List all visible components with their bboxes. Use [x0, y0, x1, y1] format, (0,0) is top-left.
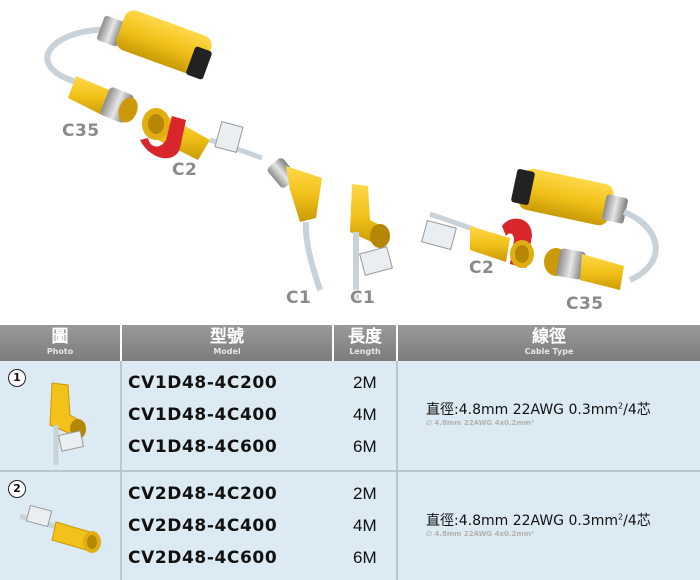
cable-length: 6M — [353, 437, 377, 456]
connector-c2-right — [421, 211, 534, 268]
model-number: CV1D48-4C400 — [128, 405, 278, 425]
model-number: CV2D48-4C400 — [128, 516, 278, 536]
cable-spec-main: 直徑:4.8mm 22AWG 0.3mm — [426, 513, 619, 529]
table-row: 2 CV2D48-4C200 CV2D48-4C400 CV2D48-4C600… — [0, 472, 700, 580]
cable-spec: 直徑:4.8mm 22AWG 0.3mm2/4芯 — [426, 399, 651, 419]
cable-length: 2M — [353, 373, 377, 392]
model-number: CV1D48-4C200 — [128, 373, 278, 393]
connector-c2-left — [140, 108, 263, 161]
model-number: CV2D48-4C600 — [128, 548, 278, 568]
cable-spec-main: 直徑:4.8mm 22AWG 0.3mm — [426, 402, 619, 418]
table-row: 1 CV1D48-4C200 CV1D48-4C400 CV1D48-4C600… — [0, 361, 700, 470]
header-divider — [396, 325, 398, 361]
cable-length: 4M — [353, 405, 377, 424]
header-model: 型號 Model — [122, 325, 332, 361]
header-length: 長度 Length — [334, 325, 396, 361]
header-length-zh: 長度 — [348, 327, 382, 347]
header-cable: 線徑 Cable Type — [398, 325, 700, 361]
cable-spec: 直徑:4.8mm 22AWG 0.3mm2/4芯 — [426, 510, 651, 530]
product-illustration: C35 C2 C1 C1 C2 C35 — [44, 10, 659, 314]
row-index-badge: 1 — [8, 369, 26, 387]
cable-spec-suffix: /4芯 — [623, 402, 651, 418]
table-header: 圖 Photo 型號 Model 長度 Length 線徑 Cable Type — [0, 325, 700, 361]
model-number: CV1D48-4C600 — [128, 437, 278, 457]
cable-spec-en: ∅ 4.8mm 22AWG 4x0.2mm² — [426, 419, 535, 427]
label-c35-left: C35 — [62, 121, 100, 141]
row-index-badge: 2 — [8, 480, 26, 498]
label-c2-left: C2 — [172, 160, 198, 180]
sensor-top-right — [511, 168, 659, 283]
connector-c1-left — [267, 158, 323, 291]
cable-length: 4M — [353, 516, 377, 535]
row-divider — [0, 470, 700, 472]
cable-length: 6M — [353, 548, 377, 567]
cell-divider — [396, 472, 398, 580]
cell-divider — [396, 361, 398, 470]
cable-length: 2M — [353, 484, 377, 503]
connector-c35-left — [64, 75, 138, 123]
header-divider — [120, 325, 122, 361]
cable-spec-suffix: /4芯 — [623, 513, 651, 529]
cable-spec-sup: 2 — [618, 401, 624, 411]
product-photo-c2 — [20, 504, 101, 553]
label-c2-right: C2 — [469, 258, 495, 278]
header-length-en: Length — [349, 347, 381, 356]
cell-divider — [120, 472, 122, 580]
header-photo: 圖 Photo — [0, 325, 120, 361]
label-c1-a: C1 — [286, 288, 312, 308]
label-c1-b: C1 — [350, 288, 376, 308]
header-photo-zh: 圖 — [51, 327, 69, 347]
product-photo-c1 — [49, 382, 86, 465]
sensor-top-left — [44, 10, 212, 83]
label-c35-right: C35 — [566, 294, 604, 314]
header-cable-en: Cable Type — [524, 347, 574, 356]
header-divider — [332, 325, 334, 361]
spec-table: 圖 Photo 型號 Model 長度 Length 線徑 Cable Type… — [0, 325, 700, 580]
connector-c35-right — [544, 248, 624, 290]
header-photo-en: Photo — [46, 347, 74, 356]
cell-divider — [120, 361, 122, 470]
cable-spec-en: ∅ 4.8mm 22AWG 4x0.2mm² — [426, 530, 535, 538]
header-cable-zh: 線徑 — [532, 327, 566, 347]
header-model-en: Model — [213, 347, 241, 356]
connector-c1-right — [350, 184, 393, 300]
model-number: CV2D48-4C200 — [128, 484, 278, 504]
header-model-zh: 型號 — [210, 327, 244, 347]
cable-spec-sup: 2 — [618, 512, 624, 522]
connector-diagram — [44, 10, 659, 300]
